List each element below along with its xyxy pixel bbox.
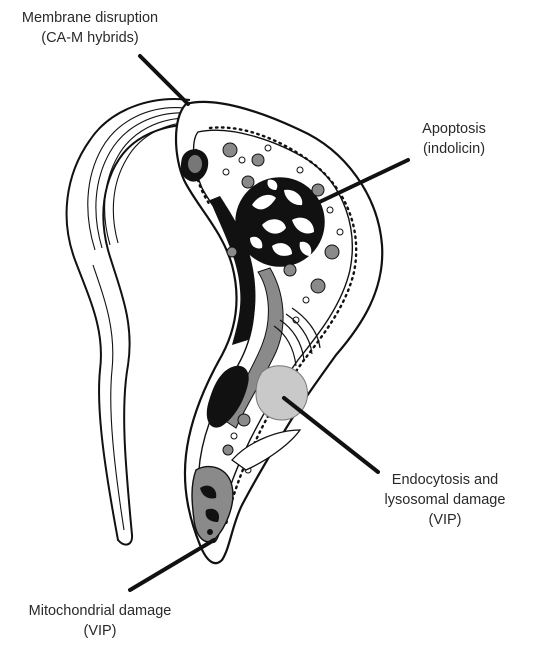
label-endocytosis-line2: lysosomal damage [370, 490, 520, 510]
label-membrane-line1: Membrane disruption [6, 8, 174, 28]
label-endocytosis-line3: (VIP) [370, 510, 520, 530]
pointer-membrane [140, 56, 188, 104]
pointer-endocytosis [284, 398, 378, 472]
label-endocytosis: Endocytosis and lysosomal damage (VIP) [370, 470, 520, 530]
pointer-mitochondrial [130, 540, 214, 590]
nucleus [236, 178, 324, 266]
label-mitochondrial-damage: Mitochondrial damage (VIP) [2, 601, 198, 641]
label-endocytosis-line1: Endocytosis and [370, 470, 520, 490]
label-apoptosis-line1: Apoptosis [398, 119, 510, 139]
label-apoptosis-line2: (indolicin) [398, 139, 510, 159]
label-apoptosis: Apoptosis (indolicin) [398, 119, 510, 159]
label-mito-line1: Mitochondrial damage [2, 601, 198, 621]
label-membrane-line2: (CA-M hybrids) [6, 28, 174, 48]
label-mito-line2: (VIP) [2, 621, 198, 641]
kinetoplast-core [188, 155, 202, 173]
label-membrane-disruption: Membrane disruption (CA-M hybrids) [6, 8, 174, 48]
